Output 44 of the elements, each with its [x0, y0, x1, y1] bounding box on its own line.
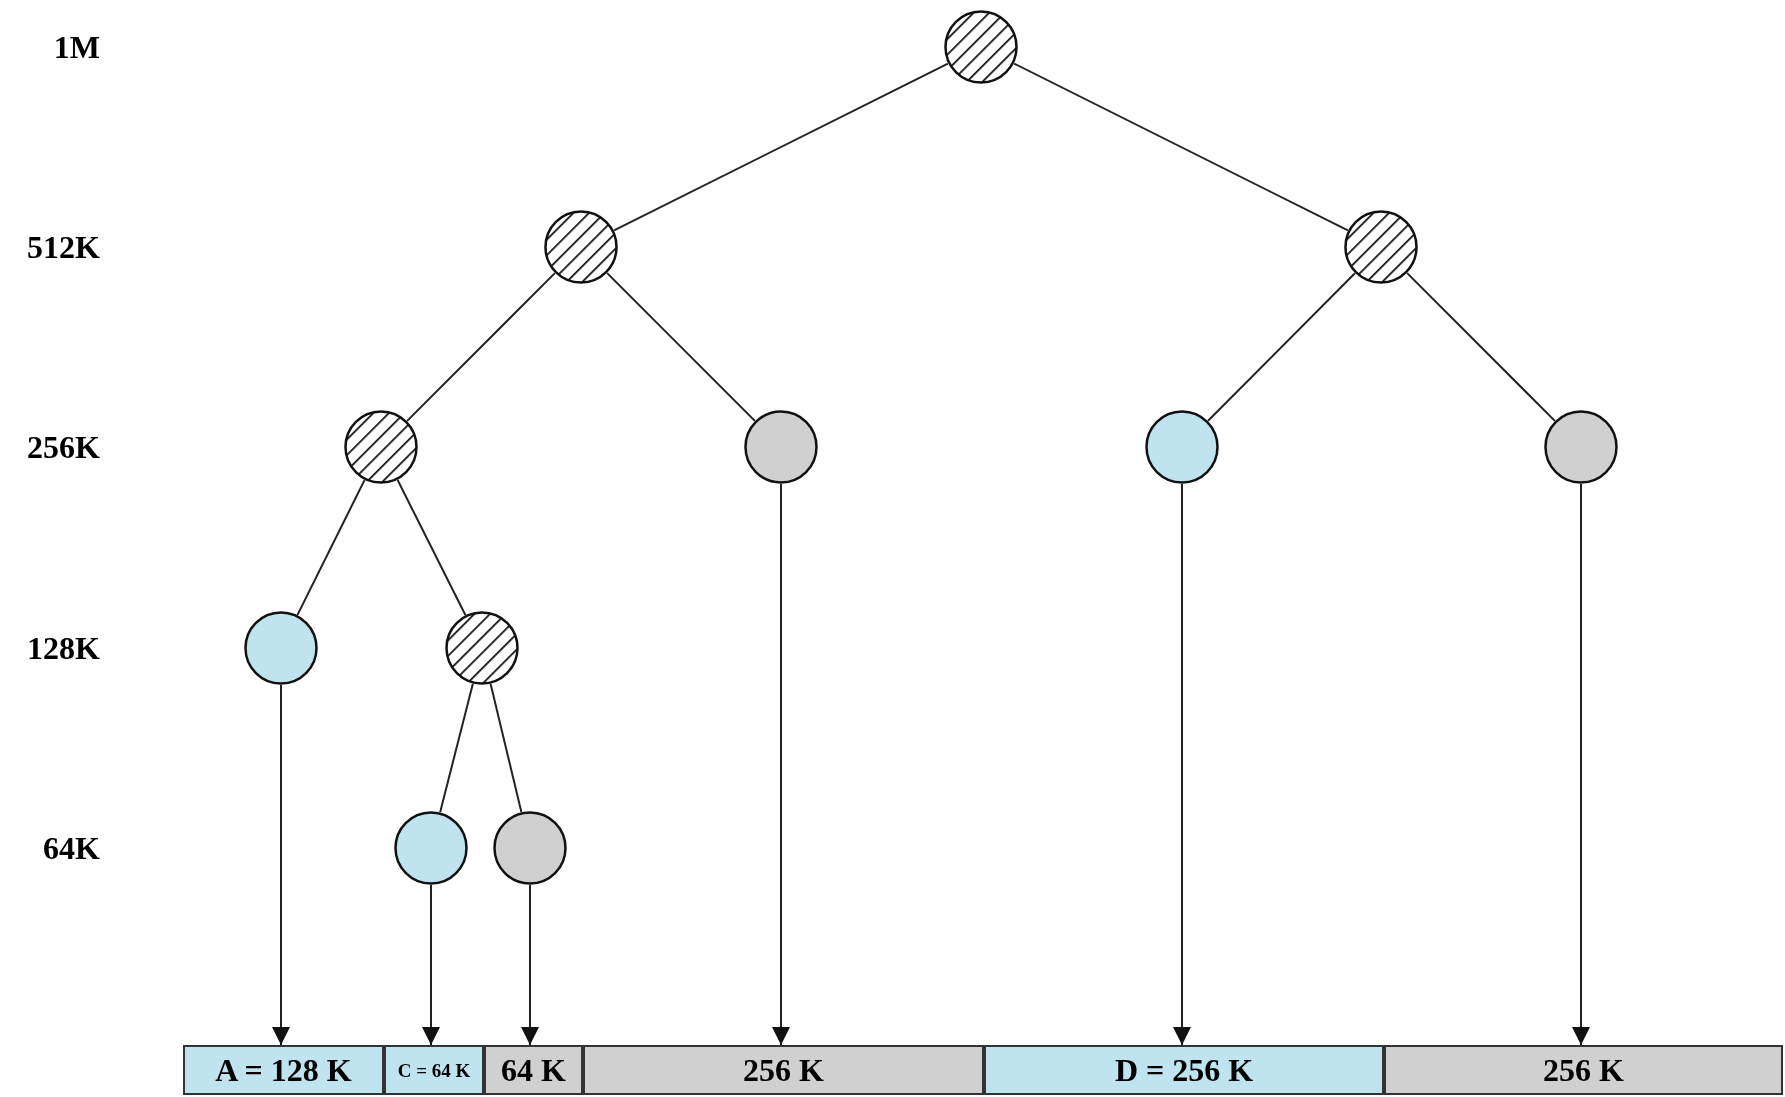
hatched-circle — [944, 10, 1018, 84]
arrow — [1173, 483, 1191, 1046]
circle-node — [493, 811, 567, 885]
connector-line — [1013, 62, 1349, 232]
circle-node — [1145, 410, 1219, 484]
hatched-circle — [344, 410, 418, 484]
connector-line — [1207, 272, 1356, 422]
arrow — [521, 884, 539, 1046]
connector-line — [396, 479, 467, 616]
arrow — [1572, 483, 1590, 1046]
block-label: D = 256 K — [1114, 1054, 1254, 1086]
hatched-circle — [544, 210, 618, 284]
level-size-label: 1M — [52, 31, 100, 63]
circle-node — [1544, 410, 1618, 484]
circle-node — [394, 811, 468, 885]
hatched-circle — [1344, 210, 1418, 284]
connector-line — [606, 272, 756, 422]
memory-block — [484, 1045, 583, 1095]
connector-line — [613, 62, 949, 232]
connector-line — [439, 682, 474, 814]
memory-block — [583, 1045, 984, 1095]
connector-line — [296, 479, 366, 616]
block-label: 256 K — [1543, 1054, 1624, 1086]
level-size-label: 128K — [26, 632, 100, 664]
level-size-label: 64K — [42, 832, 100, 864]
connector-line — [406, 272, 556, 422]
memory-block — [384, 1045, 484, 1095]
block-label: 64 K — [501, 1054, 566, 1086]
circle-node — [744, 410, 818, 484]
arrow — [422, 884, 440, 1046]
block-label: 256 K — [743, 1054, 824, 1086]
level-size-label: 256K — [26, 431, 100, 463]
memory-block — [183, 1045, 384, 1095]
block-label: A = 128 K — [215, 1054, 352, 1086]
memory-block — [1384, 1045, 1783, 1095]
block-label: C = 64 K — [397, 1060, 471, 1080]
connector-line — [1406, 272, 1556, 422]
level-size-label: 512K — [26, 231, 100, 263]
circle-node — [244, 611, 318, 685]
hatched-circle — [445, 611, 519, 685]
arrow — [272, 684, 290, 1046]
connector-line — [489, 683, 523, 813]
memory-block — [984, 1045, 1384, 1095]
arrow — [772, 483, 790, 1046]
